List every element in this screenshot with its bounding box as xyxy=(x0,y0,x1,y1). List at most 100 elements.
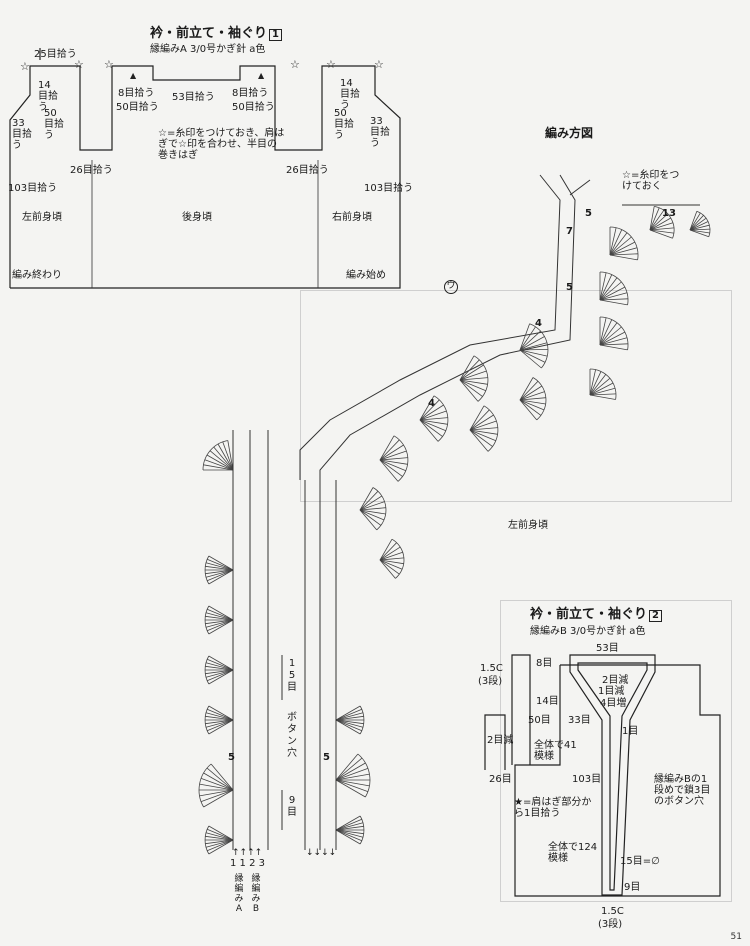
d2-bot15: 1.5C xyxy=(601,906,624,917)
label-r26: 26目拾う xyxy=(286,165,329,176)
star: ☆ xyxy=(104,58,114,71)
chart-band xyxy=(299,174,700,560)
diagram2-outline xyxy=(484,654,721,897)
label-25-pick: 25目拾う xyxy=(34,49,77,60)
fan-shell xyxy=(469,405,499,452)
arrows-up: ↑↑↑↑ xyxy=(232,848,263,858)
fan-shell xyxy=(204,655,234,685)
d2-r103: 103目 xyxy=(572,774,602,785)
d2-r50: 50目 xyxy=(528,715,551,726)
fan-shell xyxy=(359,487,387,531)
d2-dec2b: 2目減 xyxy=(487,735,514,746)
d2-top53: 53目 xyxy=(596,643,619,654)
label-c8a: 8目拾う xyxy=(118,88,155,99)
fan-shell xyxy=(689,210,711,238)
d2-r33: 33目 xyxy=(568,715,591,726)
label-r14: 14目拾う xyxy=(340,78,360,111)
fan-shell xyxy=(204,555,234,585)
fan-shell xyxy=(202,440,234,471)
fan-shell xyxy=(335,753,371,798)
label-c50b: 50目拾う xyxy=(232,102,275,113)
d2-minus1: 1目 xyxy=(622,726,639,737)
label-r50: 50目拾う xyxy=(334,108,354,141)
diagram1-subtitle: 縁編みA 3/0号かぎ針 a色 xyxy=(150,44,266,55)
fan-shell xyxy=(198,763,234,808)
d2-r9: 9目 xyxy=(624,882,641,893)
stars: ☆ ☆ ☆ ☆ ☆ ☆ ▲ ▲ xyxy=(20,58,384,80)
d2-r8: 8目 xyxy=(536,658,553,669)
count-4b: 4 xyxy=(428,398,435,409)
body-outline xyxy=(9,48,401,289)
triangle: ▲ xyxy=(130,71,137,80)
count-4a: 4 xyxy=(535,318,542,329)
label-edging-b: 縁編みB xyxy=(251,874,261,914)
collar-left-outer xyxy=(511,654,531,765)
label-c53: 53目拾う xyxy=(172,92,215,103)
diagram1-title-text: 衿・前立て・袖ぐり xyxy=(150,26,268,41)
body-right xyxy=(514,664,721,897)
d2-star-note: ★=肩はぎ部分から1目拾う xyxy=(514,797,592,819)
fan-shell xyxy=(519,323,549,369)
label-button-hole: ボタン穴 xyxy=(287,712,297,759)
label-start: 編み始め xyxy=(346,270,386,281)
star: ☆ xyxy=(20,60,30,73)
fan-shell xyxy=(649,206,675,239)
triangle: ▲ xyxy=(258,71,265,80)
label-5-right: 5 xyxy=(323,752,330,763)
collar-left xyxy=(484,714,506,770)
d2-note-b: 縁編みBの1段めで鎖3目のボタン穴 xyxy=(654,774,711,807)
fan-shell xyxy=(599,316,629,351)
arrows-down: ↓↓↓↓ xyxy=(306,848,337,858)
fan-shell xyxy=(599,271,629,306)
fan-shell xyxy=(204,825,234,855)
star: ☆ xyxy=(374,58,384,71)
start-mark xyxy=(569,179,591,196)
label-r33: 33目拾う xyxy=(370,116,390,149)
fan-shell xyxy=(379,435,409,482)
button-band xyxy=(232,430,337,850)
count-5a: 5 xyxy=(585,208,592,219)
d2-dec1: 1目減 xyxy=(598,686,625,697)
label-row-numbers: 1 1 2 3 xyxy=(230,858,265,869)
front-band-inner xyxy=(577,662,648,891)
label-l26: 26目拾う xyxy=(70,165,113,176)
label-note: ☆=糸印をつけておき、肩はぎで☆印を合わせ、半目の巻きはぎ xyxy=(158,128,285,161)
d2-bot-row: (3段) xyxy=(598,919,623,930)
label-c8b: 8目拾う xyxy=(232,88,269,99)
d2-c15-row: (3段) xyxy=(478,676,503,687)
diagram2-title-num: 2 xyxy=(649,610,662,622)
label-l14: 14目拾う xyxy=(38,80,58,113)
d2-r14: 14目 xyxy=(536,696,559,707)
left-front-outline xyxy=(9,65,401,289)
fan-shell xyxy=(335,815,365,845)
fan-shell xyxy=(589,368,617,400)
band-edge xyxy=(319,174,576,560)
label-l103: 103目拾う xyxy=(8,183,58,194)
page-number: 51 xyxy=(730,932,742,942)
chart-star-note: ☆=糸印をつけておく xyxy=(622,170,680,192)
count-7: 7 xyxy=(566,226,573,237)
ghost-panel xyxy=(300,290,732,502)
band-edge xyxy=(299,174,561,480)
d2-r15: 15目=∅ xyxy=(620,856,660,867)
count-5b: 5 xyxy=(566,282,573,293)
chart-title: 編み方図 xyxy=(545,126,594,140)
d2-dec2: 2目減 xyxy=(602,675,629,686)
label-back: 後身頃 xyxy=(182,212,212,223)
diagram1-title-num: 1 xyxy=(269,29,282,41)
fan-shell xyxy=(379,538,405,579)
fan-shell xyxy=(459,355,489,402)
fan-shell xyxy=(419,395,449,442)
chart-circle-u: ウ xyxy=(444,280,458,294)
diagram2-title-text: 衿・前立て・袖ぐり xyxy=(530,607,648,622)
fan-shell xyxy=(204,705,234,735)
chart-left-front: 左前身頃 xyxy=(508,520,548,531)
label-l50: 50目拾う xyxy=(44,108,64,141)
d2-total124: 全体で124模様 xyxy=(548,842,598,864)
fan-shell xyxy=(519,377,547,421)
label-left-front: 左前身頃 xyxy=(22,212,62,223)
star: ☆ xyxy=(326,58,336,71)
